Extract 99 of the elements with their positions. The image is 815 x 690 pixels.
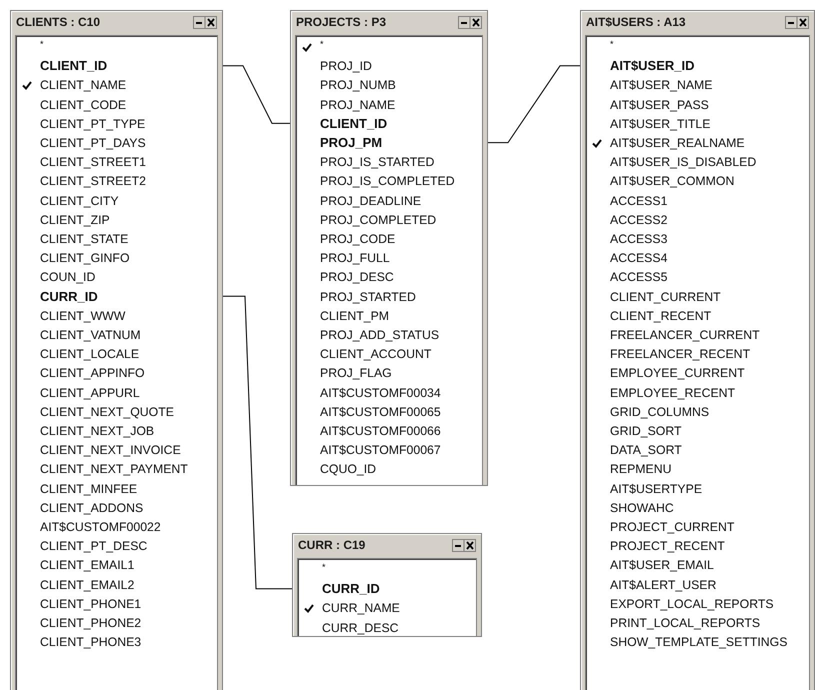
- field-name: AIT$USER_REALNAME: [610, 136, 745, 150]
- field-name: AIT$CUSTOMF00067: [320, 443, 441, 458]
- field-name: AIT$CUSTOMF00022: [40, 520, 161, 534]
- field-name: GRID_COLUMNS: [610, 404, 710, 419]
- field-name: CLIENT_CITY: [40, 194, 119, 208]
- field-name: CLIENT_PT_DESC: [40, 539, 148, 554]
- field-name: CLIENT_CURRENT: [610, 290, 721, 304]
- field-name: CLIENT_PT_TYPE: [40, 116, 146, 131]
- field-name: CURR_NAME: [322, 601, 400, 616]
- field-name: CLIENT_ZIP: [40, 212, 110, 227]
- table-window: [292, 533, 482, 637]
- field-name: CURR_ID: [322, 581, 380, 596]
- field-name: PROJ_PM: [320, 135, 382, 150]
- field-name: AIT$CUSTOMF00034: [320, 386, 441, 400]
- relationship-line: [222, 65, 290, 124]
- field-name: AIT$CUSTOMF00065: [320, 404, 441, 419]
- field-name: PROJECT_RECENT: [610, 539, 725, 554]
- field-name: *: [320, 39, 324, 49]
- field-name: AIT$USERTYPE: [610, 482, 702, 496]
- field-name: CLIENT_PM: [320, 308, 390, 323]
- field-name: ACCESS5: [610, 270, 668, 284]
- field-name: CLIENT_ID: [40, 58, 108, 74]
- window-title: CURR : C19: [298, 538, 366, 552]
- field-name: PROJ_FLAG: [320, 366, 392, 380]
- field-name: PROJ_ADD_STATUS: [320, 328, 440, 342]
- field-name: GRID_SORT: [610, 424, 682, 438]
- field-name: CLIENT_VATNUM: [40, 328, 141, 342]
- field-name: PRINT_LOCAL_REPORTS: [610, 616, 760, 630]
- field-name: ACCESS3: [610, 232, 668, 246]
- field-name: CLIENT_PHONE3: [40, 635, 142, 650]
- field-name: PROJ_NAME: [320, 98, 396, 112]
- field-name: ACCESS1: [610, 194, 668, 208]
- field-name: DATA_SORT: [610, 443, 682, 458]
- field-name: FREELANCER_RECENT: [610, 347, 750, 362]
- field-name: EXPORT_LOCAL_REPORTS: [610, 596, 774, 611]
- field-name: CLIENT_NAME: [40, 78, 126, 92]
- field-name: PROJ_DEADLINE: [320, 194, 422, 208]
- field-name: *: [610, 39, 614, 49]
- field-name: CLIENT_NEXT_QUOTE: [40, 404, 174, 419]
- field-name: CQUO_ID: [320, 462, 376, 476]
- field-name: REPMENU: [610, 462, 672, 476]
- field-name: PROJ_CODE: [320, 232, 396, 246]
- field-name: ACCESS4: [610, 251, 668, 266]
- field-name: AIT$USER_TITLE: [610, 116, 710, 131]
- field-name: CLIENT_ACCOUNT: [320, 347, 432, 362]
- relationship-line: [222, 296, 292, 590]
- field-name: CLIENT_PT_DAYS: [40, 136, 146, 150]
- field-name: COUN_ID: [40, 270, 96, 284]
- field-name: CLIENT_WWW: [40, 308, 126, 323]
- field-name: AIT$USER_IS_DISABLED: [610, 155, 756, 170]
- field-name: *: [322, 562, 326, 572]
- field-name: EMPLOYEE_CURRENT: [610, 366, 745, 380]
- field-name: PROJ_FULL: [320, 251, 390, 266]
- field-name: PROJECT_CURRENT: [610, 520, 734, 534]
- field-name: CLIENT_APPINFO: [40, 366, 145, 380]
- field-name: CLIENT_STATE: [40, 232, 128, 246]
- field-name: CLIENT_NEXT_JOB: [40, 424, 154, 438]
- field-name: AIT$ALERT_USER: [610, 578, 716, 592]
- field-name: AIT$CUSTOMF00066: [320, 424, 441, 438]
- field-name: CLIENT_GINFO: [40, 251, 130, 266]
- window-title: CLIENTS : C10: [16, 15, 100, 29]
- field-name: AIT$USER_COMMON: [610, 174, 734, 188]
- field-name: CLIENT_EMAIL2: [40, 578, 134, 592]
- field-name: CLIENT_NEXT_PAYMENT: [40, 462, 188, 476]
- field-name: ACCESS2: [610, 212, 668, 227]
- field-name: SHOW_TEMPLATE_SETTINGS: [610, 635, 788, 650]
- field-name: CLIENT_ID: [320, 116, 388, 131]
- field-name: CLIENT_LOCALE: [40, 347, 140, 362]
- field-name: PROJ_COMPLETED: [320, 212, 436, 227]
- field-name: CLIENT_ADDONS: [40, 500, 144, 515]
- field-name: AIT$USER_EMAIL: [610, 558, 714, 572]
- field-name: CLIENT_CODE: [40, 98, 126, 112]
- field-name: PROJ_NUMB: [320, 78, 396, 92]
- field-name: *: [40, 39, 44, 49]
- field-name: AIT$USER_PASS: [610, 98, 709, 112]
- field-name: FREELANCER_CURRENT: [610, 328, 760, 342]
- window-title: PROJECTS : P3: [296, 15, 386, 29]
- field-name: CLIENT_STREET2: [40, 174, 146, 188]
- field-name: CLIENT_MINFEE: [40, 482, 138, 496]
- field-name: PROJ_DESC: [320, 270, 394, 284]
- field-name: CURR_DESC: [322, 620, 399, 635]
- field-name: AIT$USER_NAME: [610, 78, 713, 92]
- field-name: CLIENT_RECENT: [610, 308, 712, 323]
- window-title: AIT$USERS : A13: [586, 15, 686, 29]
- field-name: CLIENT_STREET1: [40, 155, 146, 170]
- field-name: PROJ_ID: [320, 59, 372, 74]
- field-name: CLIENT_EMAIL1: [40, 558, 134, 572]
- field-name: EMPLOYEE_RECENT: [610, 386, 736, 400]
- field-name: CLIENT_APPURL: [40, 386, 140, 400]
- field-name: PROJ_STARTED: [320, 290, 416, 304]
- field-name: SHOWAHC: [610, 500, 674, 515]
- field-name: CURR_ID: [40, 288, 98, 304]
- relationship-line: [488, 65, 580, 144]
- field-name: PROJ_IS_COMPLETED: [320, 174, 455, 188]
- field-name: CLIENT_PHONE1: [40, 596, 142, 611]
- field-name: CLIENT_NEXT_INVOICE: [40, 443, 181, 458]
- field-name: PROJ_IS_STARTED: [320, 155, 434, 170]
- field-name: AIT$USER_ID: [610, 58, 695, 74]
- field-name: CLIENT_PHONE2: [40, 616, 142, 630]
